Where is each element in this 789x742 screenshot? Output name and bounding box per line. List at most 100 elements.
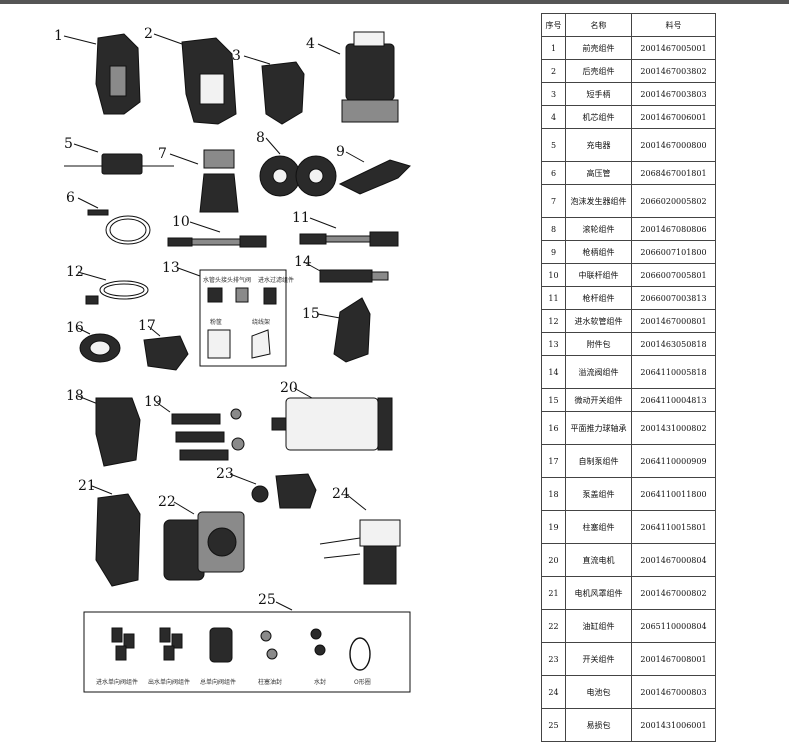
motor-shaft-part <box>271 417 287 431</box>
powder-basket-part <box>207 329 231 359</box>
table-header-row: 序号 名称 料号 <box>541 13 716 37</box>
cell-no: 23 <box>541 642 566 676</box>
switch-part <box>275 473 317 509</box>
gun-handle-part <box>338 159 411 195</box>
pump-cover-part <box>95 397 141 467</box>
cell-no: 11 <box>541 286 566 310</box>
cell-name: 前壳组件 <box>565 36 632 60</box>
cell-code: 2066007101800 <box>631 240 716 264</box>
motor-fan-part <box>377 397 393 451</box>
cell-code: 2001463050818 <box>631 332 716 356</box>
cell-code: 2001467000802 <box>631 576 716 610</box>
wear-label-4: 柱塞油封 <box>258 678 282 686</box>
cell-name: 短手柄 <box>565 82 632 106</box>
label-22: 22 <box>158 494 176 510</box>
outlet-check-valve-part <box>159 627 171 643</box>
cell-name: 微动开关组件 <box>565 388 632 412</box>
label-17: 17 <box>138 318 156 334</box>
cell-name: 泵盖组件 <box>565 477 632 511</box>
cell-name: 泡沫发生器组件 <box>565 184 632 218</box>
cell-code: 2001467003802 <box>631 59 716 83</box>
foam-nozzle-part <box>203 149 235 169</box>
cell-no: 4 <box>541 105 566 129</box>
cell-no: 16 <box>541 411 566 445</box>
battery-top-part <box>359 519 401 547</box>
cell-no: 21 <box>541 576 566 610</box>
cell-code: 2064110005818 <box>631 355 716 389</box>
cell-code: 2068467001801 <box>631 161 716 185</box>
cell-no: 2 <box>541 59 566 83</box>
cell-name: 后壳组件 <box>565 59 632 83</box>
switch-knob-part <box>251 485 269 503</box>
cell-no: 5 <box>541 128 566 162</box>
hose-coil-part <box>105 215 151 245</box>
cell-name: 高压管 <box>565 161 632 185</box>
cell-no: 10 <box>541 263 566 287</box>
label-12: 12 <box>66 264 84 280</box>
cell-name: 附件包 <box>565 332 632 356</box>
cell-no: 18 <box>541 477 566 511</box>
cell-name: 电机风罩组件 <box>565 576 632 610</box>
battery-body-part <box>363 545 397 585</box>
cell-no: 13 <box>541 332 566 356</box>
exhaust-valve-part <box>235 287 249 303</box>
main-check-valve-part <box>209 627 233 663</box>
plunger-part-1 <box>171 413 221 425</box>
hose-end-part <box>87 209 109 216</box>
pump-head-part <box>341 99 399 123</box>
cell-code: 2066007005801 <box>631 263 716 287</box>
cell-code: 2001467008001 <box>631 642 716 676</box>
inlet-filter-part <box>263 287 277 305</box>
cell-no: 15 <box>541 388 566 412</box>
cell-code: 2066020005802 <box>631 184 716 218</box>
cell-name: 自制泵组件 <box>565 444 632 478</box>
cell-no: 19 <box>541 510 566 544</box>
cell-name: 平面推力球轴承 <box>565 411 632 445</box>
header-no: 序号 <box>541 13 566 37</box>
cell-code: 2001467006001 <box>631 105 716 129</box>
label-6: 6 <box>66 190 75 206</box>
rear-housing-window <box>199 73 225 105</box>
label-19: 19 <box>144 394 162 410</box>
cell-name: 滚轮组件 <box>565 217 632 241</box>
accessory-label-5: 绕线架 <box>252 318 270 326</box>
fan-cover-part <box>95 493 141 587</box>
label-20: 20 <box>280 380 298 396</box>
gun-rod-end-part <box>369 231 399 247</box>
plunger-seal-part <box>260 630 272 642</box>
cell-no: 9 <box>541 240 566 264</box>
accessory-pack-box <box>199 269 287 367</box>
hose-connector-part <box>207 287 223 303</box>
cell-code: 2064110011800 <box>631 477 716 511</box>
cell-name: 中联杆组件 <box>565 263 632 287</box>
rod-end-part <box>167 237 193 247</box>
label-2: 2 <box>144 26 153 42</box>
cell-no: 24 <box>541 675 566 709</box>
wear-parts-box <box>83 611 411 693</box>
short-handle-part <box>261 61 305 125</box>
cell-name: 机芯组件 <box>565 105 632 129</box>
wear-label-5: 水封 <box>314 678 326 686</box>
cell-code: 2001467080806 <box>631 217 716 241</box>
cord-holder-part <box>251 329 271 359</box>
label-21: 21 <box>78 478 96 494</box>
top-border <box>0 0 789 4</box>
wear-label-6: O形圈 <box>354 678 371 686</box>
label-15: 15 <box>302 306 320 322</box>
cell-name: 溢流阀组件 <box>565 355 632 389</box>
